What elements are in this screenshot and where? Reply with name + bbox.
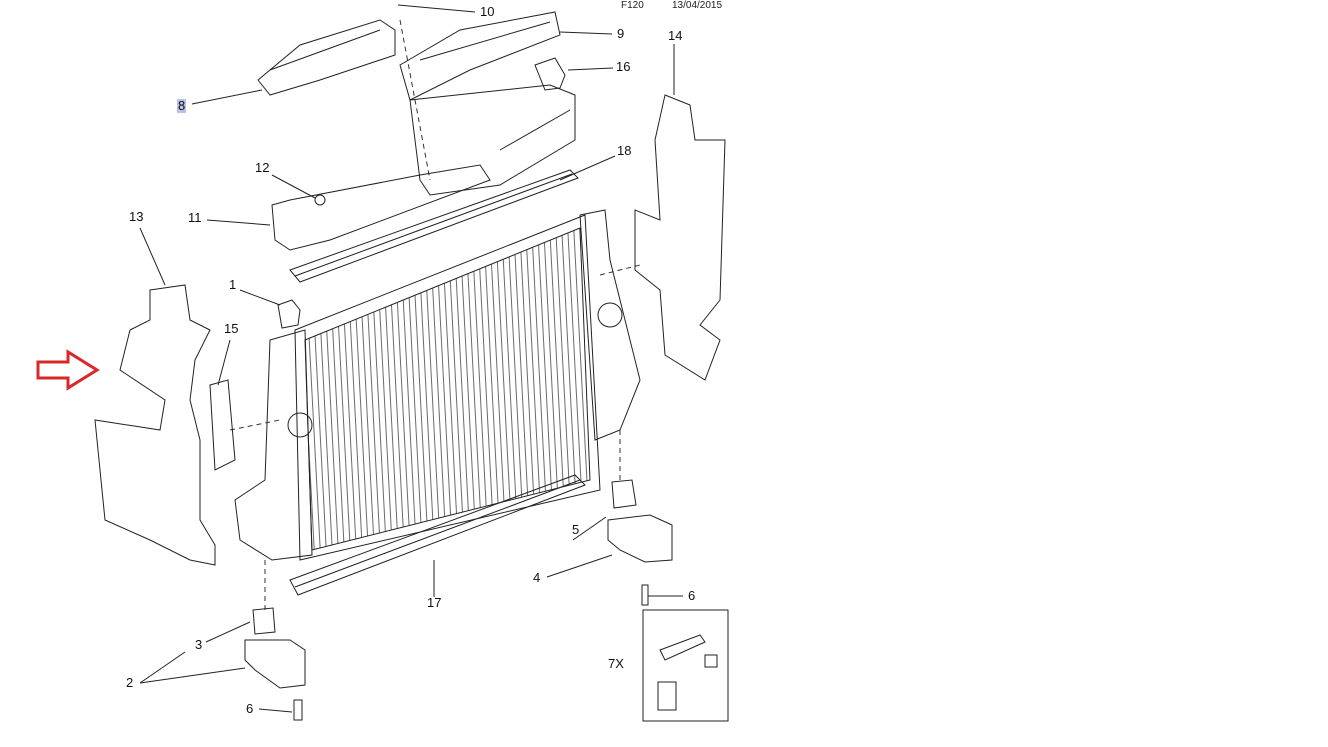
callout-10: 10	[480, 4, 495, 19]
bolt-6-right	[641, 584, 649, 606]
callout-11: 11	[188, 210, 202, 225]
callout-1: 1	[229, 277, 237, 292]
radiator-frame	[294, 214, 601, 561]
callout-7x: 7X	[608, 656, 624, 671]
callout-17: 17	[427, 595, 442, 610]
seal-strip-17	[289, 474, 586, 596]
kit-spacer	[657, 681, 677, 711]
air-guide-8	[257, 19, 396, 96]
callout-4: 4	[533, 570, 541, 585]
callout-16: 16	[616, 59, 631, 74]
deflector-13	[94, 284, 216, 566]
callout-15: 15	[224, 321, 239, 336]
mount-1	[277, 299, 301, 329]
side-guide-14	[634, 94, 726, 381]
upper-support	[409, 84, 576, 196]
bolt-6-left	[293, 699, 303, 721]
diagram-code: F120	[621, 0, 644, 11]
callout-18: 18	[617, 143, 632, 158]
callout-9: 9	[617, 26, 625, 41]
kit-bolt	[659, 634, 706, 661]
callout-8-highlighted[interactable]: 8	[177, 98, 187, 113]
callout-6-right: 6	[688, 588, 696, 603]
leader-lines	[139, 4, 683, 713]
seal-strip-18	[289, 169, 579, 283]
radiator-core	[304, 227, 591, 551]
bracket-4	[607, 514, 673, 563]
clip-12	[314, 194, 326, 206]
bracket-2	[244, 639, 306, 689]
assembly-lines	[229, 19, 641, 610]
callout-2: 2	[126, 675, 134, 690]
callout-13: 13	[129, 209, 144, 224]
kit-nut	[704, 654, 718, 668]
callout-5: 5	[572, 522, 580, 537]
callout-14: 14	[668, 28, 683, 43]
bushing-5	[611, 479, 637, 509]
radiator-right-tank	[579, 209, 641, 441]
bushing-3	[252, 607, 276, 635]
diagram-date: 13/04/2015	[672, 0, 723, 11]
radiator-left-tank	[234, 329, 313, 561]
callout-6-left: 6	[246, 701, 254, 716]
deflector-15	[209, 379, 236, 471]
red-arrow-icon	[36, 349, 100, 391]
callout-3: 3	[195, 637, 203, 652]
kit-7x-box	[642, 609, 729, 722]
callout-12: 12	[255, 160, 270, 175]
air-guide-11	[271, 164, 491, 251]
